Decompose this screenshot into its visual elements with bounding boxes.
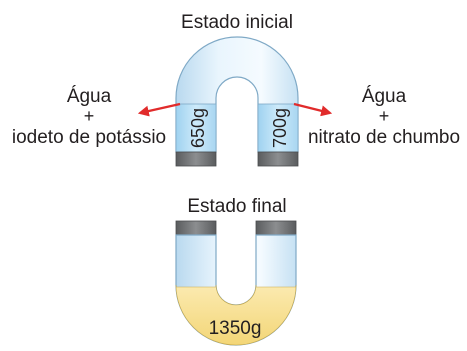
right-arrow	[293, 102, 333, 117]
initial-left-mass: 650g	[188, 108, 208, 148]
right-label-line1: Água	[362, 86, 407, 107]
final-right-cap	[255, 220, 297, 236]
initial-title: Estado inicial	[181, 12, 293, 33]
initial-right-mass: 700g	[270, 108, 290, 148]
left-label-line3: iodeto de potássio	[12, 127, 166, 148]
initial-right-liquid	[257, 103, 299, 153]
right-label-line2: +	[379, 106, 390, 126]
left-arrow	[137, 102, 181, 117]
final-mass: 1350g	[209, 318, 262, 339]
final-title: Estado final	[187, 196, 286, 217]
final-yellow-liquid	[175, 284, 297, 346]
initial-right-cap	[257, 151, 299, 167]
left-label-line1: Água	[67, 86, 112, 107]
right-label-line3: nitrato de chumbo	[308, 127, 460, 148]
left-label-line2: +	[84, 106, 95, 126]
final-left-cap	[175, 220, 217, 236]
initial-left-liquid	[175, 103, 217, 153]
initial-left-cap	[175, 151, 217, 167]
